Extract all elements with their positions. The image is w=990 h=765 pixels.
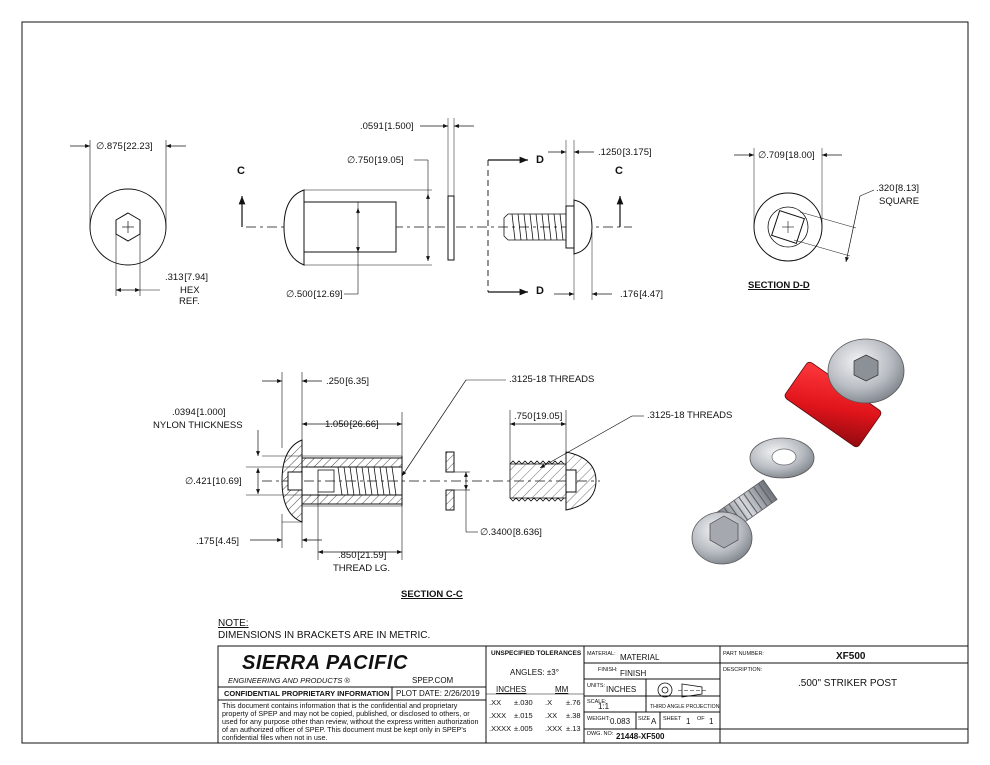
end-view: [70, 140, 186, 296]
units-label: UNITS:: [587, 683, 606, 689]
material-value: MATERIAL: [620, 653, 660, 662]
washer-id-label: ∅.3400 [8.636]: [480, 527, 542, 538]
thread-length-value: .850 [21.59]: [338, 550, 387, 561]
projection-label: THIRD ANGLE PROJECTION: [650, 704, 720, 710]
thread-length-text: THREAD LG.: [333, 563, 391, 574]
tolerance-cell: .XXX: [489, 711, 507, 720]
bore-diameter-label: ∅.421 [10.69]: [185, 476, 242, 487]
plot-date: PLOT DATE: 2/26/2019: [396, 689, 480, 698]
tolerance-cell: .XXXX: [489, 724, 512, 733]
hex-size-label: .313 [7.94]: [165, 272, 209, 283]
ref-text: REF.: [179, 296, 200, 307]
nylon-thickness-text: NYLON THICKNESS: [153, 420, 243, 431]
section-cc-view: [246, 372, 644, 560]
side-view: [238, 118, 632, 300]
cc-head-thickness-label: .250 [6.35]: [326, 376, 370, 387]
threads-label-1: .3125-18 THREADS: [509, 374, 595, 385]
section-dd-title: SECTION D-D: [748, 280, 810, 291]
tolerance-cell: .XXX: [545, 724, 563, 733]
part-number-label: PART NUMBER:: [723, 651, 764, 657]
size-label: SIZE: [638, 716, 651, 722]
cut-d-bottom: D: [536, 285, 544, 297]
screw-head-thickness-label: .1250 [3.175]: [598, 147, 652, 158]
angles-tolerance: ANGLES: ±3°: [510, 668, 559, 677]
description-label: DESCRIPTION:: [723, 667, 763, 673]
head-diameter-label: ∅.750 [19.05]: [347, 155, 404, 166]
dwg-number: 21448-XF500: [616, 732, 665, 741]
part-number-value: XF500: [836, 651, 866, 662]
note-text: DIMENSIONS IN BRACKETS ARE IN METRIC.: [218, 630, 431, 641]
description-value: .500" STRIKER POST: [798, 678, 898, 689]
sheet-label: SHEET: [663, 716, 682, 722]
size-value: A: [651, 717, 657, 726]
threads-label-2: .3125-18 THREADS: [647, 410, 733, 421]
screw-head-length-label: .176 [4.47]: [620, 289, 664, 300]
weight-label: WEIGHT:: [587, 716, 610, 722]
end-view-diameter: ∅.875 [22.23]: [96, 141, 153, 152]
tolerance-cell: ±.030: [514, 698, 533, 707]
section-dd-view: [734, 148, 875, 263]
confidential-heading: CONFIDENTIAL PROPRIETARY INFORMATION: [224, 689, 390, 698]
cc-screw-length-label: .750 [19.05]: [514, 411, 563, 422]
cut-d-top: D: [536, 154, 544, 166]
tolerance-cell: .XX: [545, 711, 558, 720]
units-value: INCHES: [606, 685, 637, 694]
washer-thickness-label: .0591 [1.500]: [360, 121, 414, 132]
isometric-view: [691, 338, 905, 565]
section-dd-diameter-label: ∅.709 [18.00]: [758, 150, 815, 161]
dwg-label: DWG. NO:: [587, 731, 614, 737]
inches-heading: INCHES: [496, 685, 527, 694]
scale-label: SCALE:: [587, 699, 607, 705]
finish-label: FINISH:: [598, 667, 618, 673]
cc-length-label: 1.050 [26.66]: [325, 419, 379, 430]
sheet-total: 1: [709, 717, 714, 726]
sheet-value: 1: [686, 717, 691, 726]
nylon-thickness-value: .0394 [1.000]: [172, 407, 226, 418]
title-block: [217, 645, 969, 744]
tolerances-heading: UNSPECIFIED TOLERANCES: [491, 650, 582, 657]
tolerance-cell: ±.76: [566, 698, 581, 707]
tolerance-cell: ±.38: [566, 711, 581, 720]
material-label: MATERIAL:: [587, 651, 616, 657]
square-size-label: .320 [8.13]: [876, 183, 920, 194]
note-heading: NOTE:: [218, 618, 249, 629]
tolerance-cell: ±.13: [566, 724, 581, 733]
mm-heading: MM: [555, 685, 569, 694]
company-website: SPEP.COM: [412, 676, 454, 685]
section-cc-title: SECTION C-C: [401, 589, 463, 600]
square-text: SQUARE: [879, 196, 920, 207]
cc-head-height-label: .175 [4.45]: [196, 536, 240, 547]
tolerance-cell: .XX: [489, 698, 502, 707]
body-diameter-label: ∅.500 [12.69]: [286, 289, 343, 300]
company-subtitle: ENGINEERING AND PRODUCTS ®: [228, 676, 350, 685]
finish-value: FINISH: [620, 669, 647, 678]
tolerance-cell: .X: [545, 698, 553, 707]
weight-value: 0.083: [610, 717, 631, 726]
cut-c-right: C: [615, 165, 623, 177]
registered-icon: ®: [344, 676, 350, 685]
of-label: OF: [697, 716, 705, 722]
hex-text: HEX: [180, 285, 200, 296]
tolerance-cell: ±.015: [514, 711, 533, 720]
scale-value: 1:1: [598, 702, 610, 711]
company-name: SIERRA PACIFIC: [242, 652, 408, 674]
confidential-disclaimer: This document contains information that …: [222, 701, 479, 742]
cut-c-left: C: [237, 165, 245, 177]
tolerance-cell: ±.005: [514, 724, 533, 733]
